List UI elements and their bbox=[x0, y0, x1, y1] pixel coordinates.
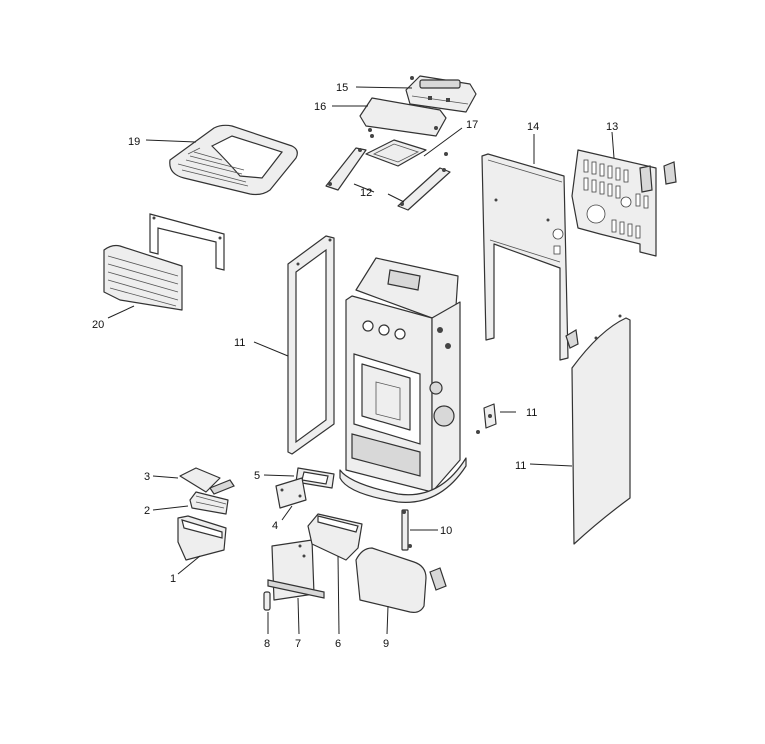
part-top-cover bbox=[169, 124, 298, 196]
part-top-control-panel bbox=[405, 75, 477, 113]
callout-2: 2 bbox=[144, 505, 150, 517]
part-front-door bbox=[355, 547, 447, 613]
callout-6: 6 bbox=[335, 638, 341, 650]
callout-19: 19 bbox=[128, 136, 140, 148]
leader-lines bbox=[107, 86, 615, 635]
callout-14: 13 bbox=[606, 121, 618, 133]
part-side-panel-right bbox=[571, 314, 631, 545]
part-top-plate bbox=[359, 97, 447, 137]
callout-10: 10 bbox=[440, 525, 452, 537]
part-bracket-12 bbox=[476, 403, 497, 434]
part-burn-pot-lid bbox=[179, 467, 235, 495]
callout-20: 20 bbox=[92, 319, 104, 331]
part-cover-5 bbox=[295, 467, 335, 489]
part-ash-pan bbox=[177, 515, 227, 561]
callout-7: 7 bbox=[295, 638, 301, 650]
stove-body bbox=[339, 257, 467, 503]
part-front-grille bbox=[103, 244, 183, 311]
part-rear-panel bbox=[481, 153, 579, 361]
part-side-panel-left bbox=[287, 235, 335, 455]
callout-5: 5 bbox=[254, 470, 260, 482]
callout-13: 12 bbox=[360, 187, 372, 199]
part-rear-grille-plate bbox=[571, 149, 677, 257]
part-inspection-cover bbox=[365, 139, 427, 167]
callout-16: 15 bbox=[336, 82, 348, 94]
part-hinge-bar-10 bbox=[401, 509, 412, 551]
part-ash-drawer bbox=[307, 513, 363, 561]
callout-1: 1 bbox=[170, 573, 176, 585]
callout-labels: 19 15 16 17 12 14 13 20 11 11 11 5 4 3 2… bbox=[92, 82, 618, 650]
part-lower-door bbox=[267, 539, 325, 601]
part-door-hinge-8 bbox=[263, 591, 271, 611]
callout-11-right: 11 bbox=[515, 460, 526, 472]
callout-8: 8 bbox=[264, 638, 270, 650]
callout-18: 17 bbox=[466, 119, 478, 131]
callout-15: 14 bbox=[527, 121, 539, 133]
part-front-grille-frame bbox=[149, 213, 225, 271]
part-burn-pot bbox=[189, 491, 229, 515]
callout-17: 16 bbox=[314, 101, 326, 113]
callout-4: 4 bbox=[272, 520, 278, 532]
callout-12: 11 bbox=[526, 407, 537, 419]
callout-3: 3 bbox=[144, 471, 150, 483]
part-support-rails bbox=[325, 134, 451, 211]
part-cover-4 bbox=[275, 477, 307, 509]
callout-9: 9 bbox=[383, 638, 389, 650]
callout-11-left: 11 bbox=[234, 337, 245, 349]
